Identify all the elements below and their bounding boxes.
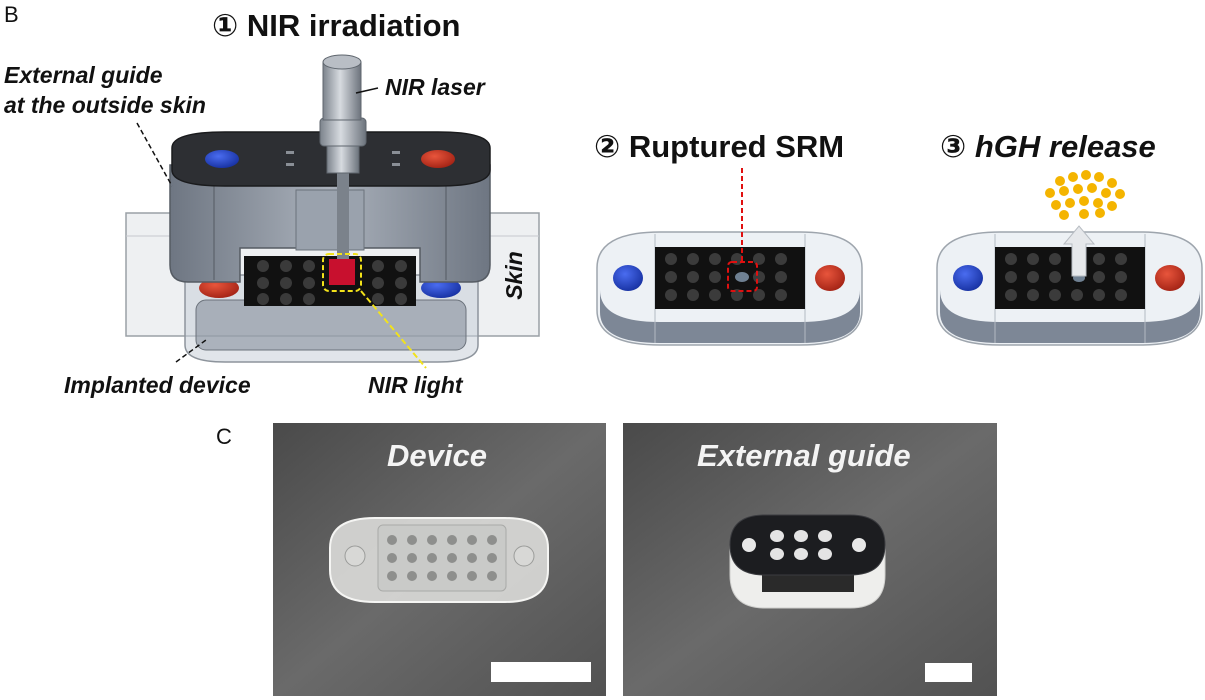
photo-guide-title: External guide [697,438,911,473]
blue-marker [421,278,461,298]
red-marker-guide [421,150,455,168]
step1-assembly [125,54,540,369]
external-guide-label-line2: at the outside skin [4,92,206,118]
panel-c-letter: C [216,424,232,449]
step3-title: ③ hGH release [940,129,1156,164]
blue-marker-step3 [953,265,983,291]
nir-light-label: NIR light [368,372,463,398]
ruptured-srm-hole [735,272,749,282]
leader-nir-light [360,290,427,369]
scale-bar-guide [925,663,972,682]
leader-nir-laser [355,87,379,94]
photo-external-guide [623,423,997,696]
panel-b-letter: B [4,2,19,27]
blue-marker-guide [205,150,239,168]
red-marker [199,278,239,298]
photo-device [273,423,606,696]
leader-external-guide [136,122,173,187]
implanted-device-label: Implanted device [64,372,251,398]
step1-title: ① NIR irradiation [212,8,461,43]
ruptured-srm-highlight [727,261,758,292]
external-guide-label-line1: External guide [4,62,163,88]
photo-device-title: Device [387,438,487,473]
nir-spot [329,259,355,285]
step3-device [936,170,1203,346]
scale-bar-device [491,662,591,682]
nir-laser-label: NIR laser [385,74,485,100]
red-marker-step3 [1155,265,1185,291]
release-arrow [1062,225,1096,277]
step2-title: ② Ruptured SRM [594,129,845,164]
step2-device [596,168,863,346]
hgh-particles [1045,170,1125,220]
nir-laser [319,54,367,262]
skin-label: Skin [500,251,527,300]
leader-implanted-device [175,339,207,363]
nir-spot-highlight [322,253,362,292]
blue-marker-step2 [613,265,643,291]
red-marker-step2 [815,265,845,291]
